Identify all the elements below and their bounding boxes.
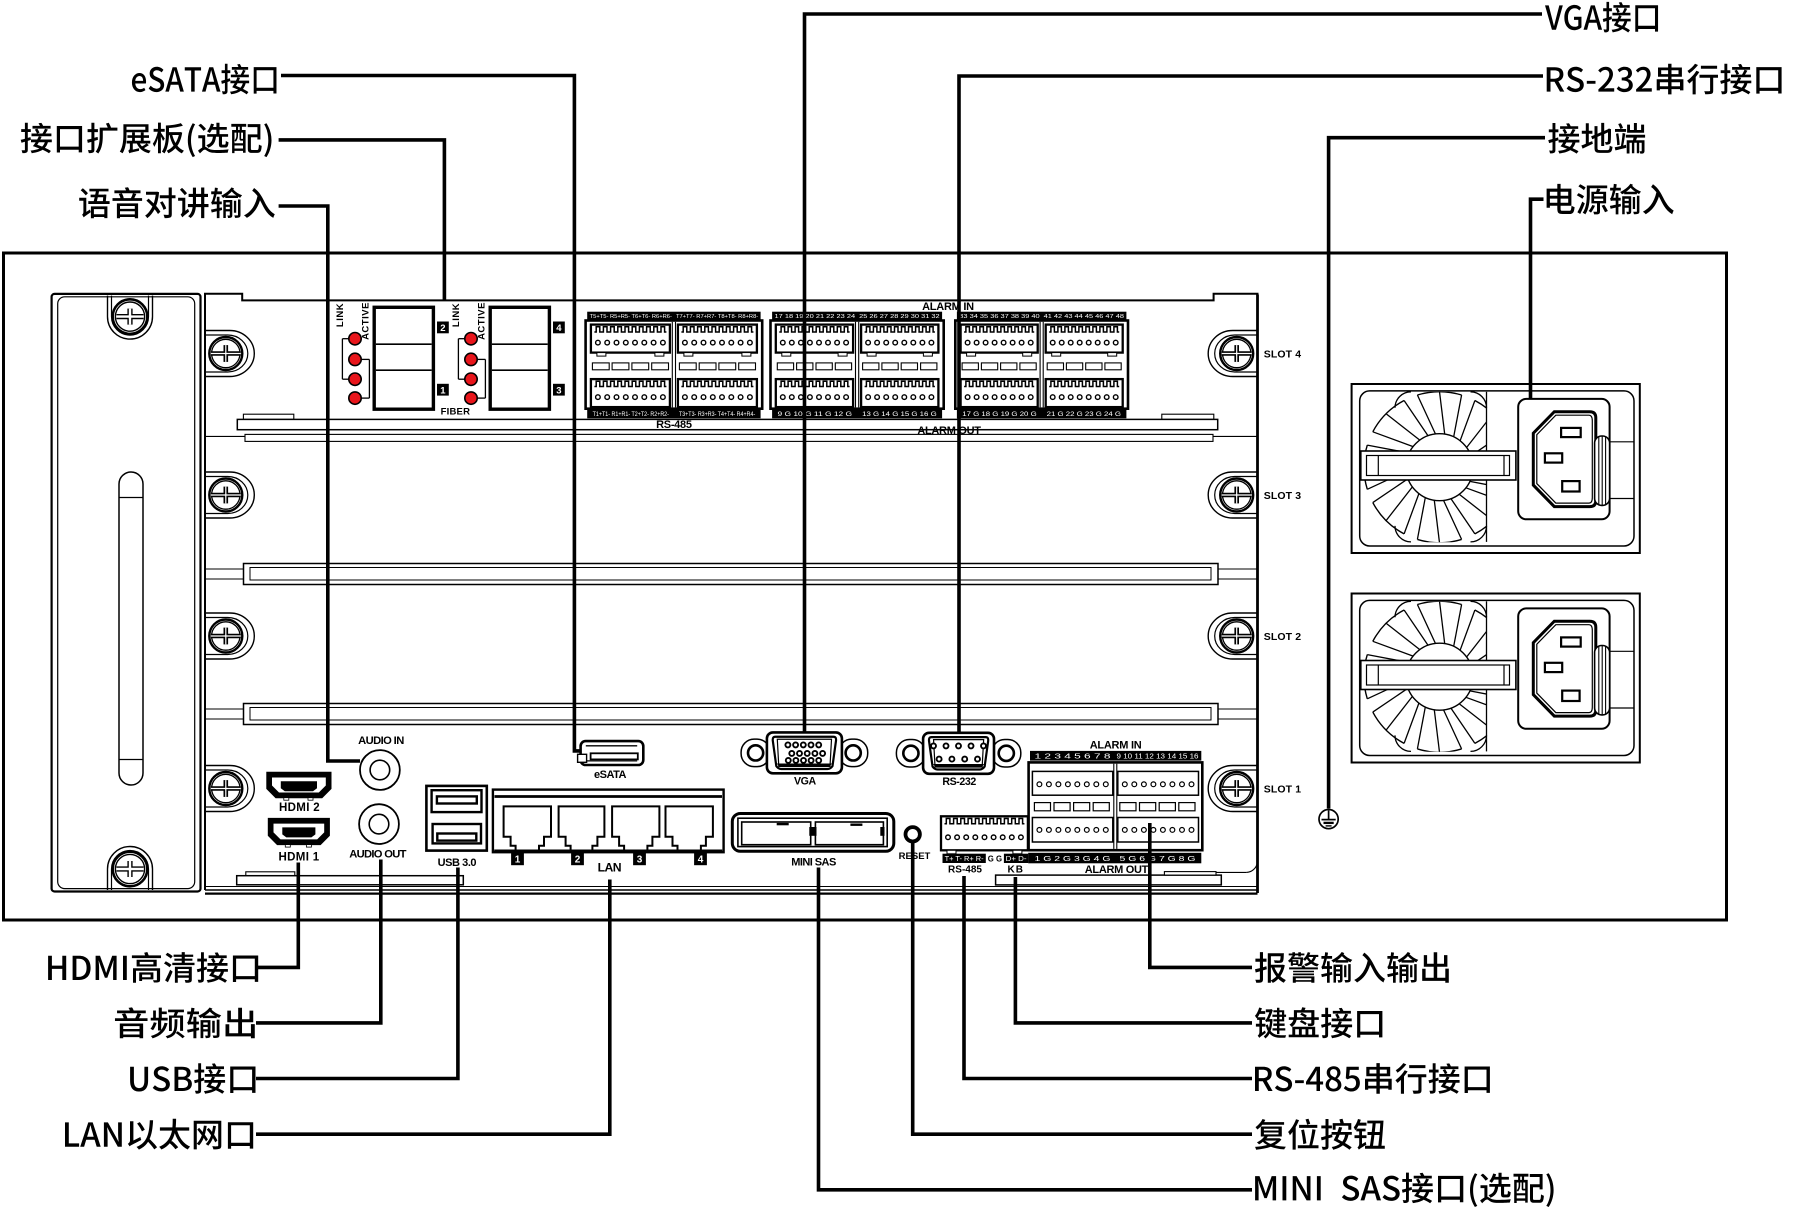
svg-text:3: 3 <box>637 855 643 866</box>
svg-text:4: 4 <box>556 323 562 334</box>
svg-text:FIBER: FIBER <box>441 407 471 418</box>
svg-text:T5+T5- R5+R5- T6+T6- R6+R6-: T5+T5- R5+R5- T6+T6- R6+R6- <box>590 314 672 320</box>
svg-text:T+ T- R+ R-: T+ T- R+ R- <box>945 854 985 863</box>
svg-text:SLOT 1: SLOT 1 <box>1264 784 1301 796</box>
svg-text:RS-485: RS-485 <box>656 419 692 431</box>
svg-text:eSATA: eSATA <box>594 769 626 781</box>
svg-text:1: 1 <box>515 855 521 866</box>
svg-text:ACTIVE: ACTIVE <box>360 302 371 340</box>
svg-text:D+ D-: D+ D- <box>1006 854 1028 863</box>
svg-text:AUDIO IN: AUDIO IN <box>358 735 404 747</box>
svg-text:ALARM IN: ALARM IN <box>922 301 974 313</box>
svg-text:T1+T1- R1+R1- T2+T2- R2+R2-: T1+T1- R1+R1- T2+T2- R2+R2- <box>593 411 669 418</box>
svg-text:ALARM OUT: ALARM OUT <box>917 425 981 437</box>
svg-text:SLOT 2: SLOT 2 <box>1264 631 1301 643</box>
svg-text:SLOT 3: SLOT 3 <box>1264 490 1301 502</box>
svg-text:ACTIVE: ACTIVE <box>476 302 487 340</box>
svg-text:LINK: LINK <box>451 303 462 327</box>
svg-text:17 18 19 20 21 22 23 24: 17 18 19 20 21 22 23 24 <box>775 314 857 320</box>
svg-text:9 G 10 G 11 G 12 G: 9 G 10 G 11 G 12 G <box>778 411 853 418</box>
svg-text:33 34 35 36 37 38 39 40: 33 34 35 36 37 38 39 40 <box>959 314 1039 320</box>
svg-text:9 10 11 12 13 14 15 16: 9 10 11 12 13 14 15 16 <box>1117 752 1199 761</box>
svg-text:17 G 18 G 19 G 20 G: 17 G 18 G 19 G 20 G <box>962 411 1036 418</box>
svg-text:LINK: LINK <box>335 303 346 327</box>
svg-text:RESET: RESET <box>899 851 931 862</box>
svg-text:KB: KB <box>1007 864 1023 875</box>
svg-text:4: 4 <box>698 855 704 866</box>
svg-text:25 26 27 28 29 30 31 32: 25 26 27 28 29 30 31 32 <box>859 314 940 320</box>
svg-text:1 2 3 4 5 6 7 8: 1 2 3 4 5 6 7 8 <box>1035 752 1111 761</box>
svg-text:1 G 2 G 3 G 4 G: 1 G 2 G 3 G 4 G <box>1035 854 1111 863</box>
svg-text:USB 3.0: USB 3.0 <box>438 857 477 869</box>
svg-text:41 42 43 44 45 46 47 48: 41 42 43 44 45 46 47 48 <box>1044 314 1124 320</box>
svg-text:VGA: VGA <box>794 776 817 788</box>
svg-text:2: 2 <box>575 855 581 866</box>
svg-text:G G: G G <box>988 854 1002 863</box>
svg-text:RS-485: RS-485 <box>948 864 982 875</box>
svg-text:ALARM OUT: ALARM OUT <box>1085 864 1149 876</box>
svg-text:RS-232: RS-232 <box>942 776 976 788</box>
svg-text:HDMI 2: HDMI 2 <box>279 802 320 814</box>
svg-text:HDMI 1: HDMI 1 <box>278 851 319 863</box>
svg-text:MINI SAS: MINI SAS <box>791 857 836 869</box>
svg-text:SLOT 4: SLOT 4 <box>1264 349 1301 361</box>
svg-text:T3+T3- R3+R3- T4+T4- R4+R4-: T3+T3- R3+R3- T4+T4- R4+R4- <box>679 411 755 418</box>
svg-text:3: 3 <box>556 385 561 396</box>
svg-text:ALARM IN: ALARM IN <box>1090 740 1142 752</box>
svg-text:LAN: LAN <box>598 861 621 875</box>
svg-text:5 G 6 G 7 G 8 G: 5 G 6 G 7 G 8 G <box>1120 854 1196 863</box>
svg-text:13 G 14 G 15 G 16 G: 13 G 14 G 15 G 16 G <box>862 411 937 418</box>
svg-text:AUDIO OUT: AUDIO OUT <box>349 849 406 861</box>
svg-text:2: 2 <box>440 323 445 334</box>
svg-text:T7+T7- R7+R7- T8+T8- R8+R8-: T7+T7- R7+R7- T8+T8- R8+R8- <box>676 314 758 320</box>
svg-text:1: 1 <box>440 385 446 396</box>
svg-text:21 G 22 G 23 G 24 G: 21 G 22 G 23 G 24 G <box>1047 411 1121 418</box>
